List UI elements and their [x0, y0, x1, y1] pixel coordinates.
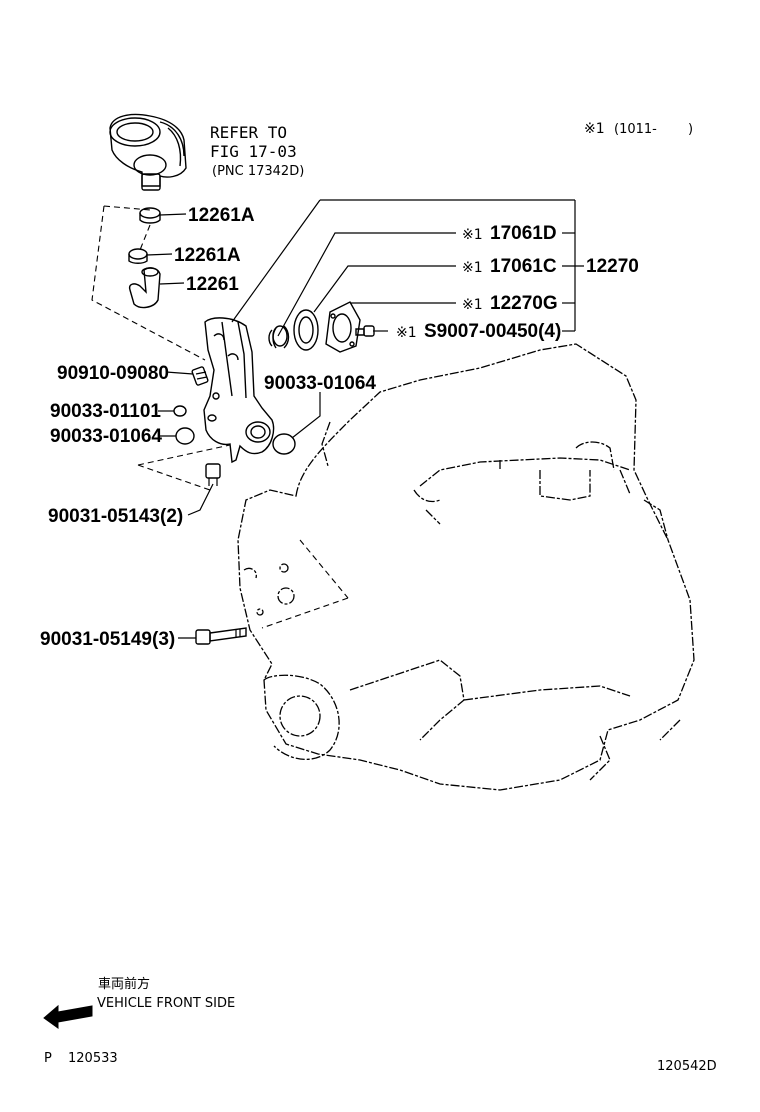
label-90031-05149: 90031-05149(3)	[40, 629, 175, 650]
o-ring-small-drawing	[173, 405, 187, 417]
mark-s9007: ※1	[396, 325, 417, 341]
hose-clamp-lower-drawing	[128, 248, 173, 264]
vehicle-front-en: VEHICLE FRONT SIDE	[97, 996, 235, 1011]
refer-line-1: REFER TO	[210, 123, 287, 142]
label-12261a-lower: 12261A	[174, 245, 241, 266]
refer-line-3: (PNC 17342D)	[212, 164, 304, 179]
label-12270g: 12270G	[490, 293, 558, 314]
guide-dash-mid	[137, 444, 231, 466]
guide-dash-left	[91, 205, 206, 361]
air-intake-connector-drawing	[109, 113, 187, 191]
label-17061d: 17061D	[490, 223, 557, 244]
label-90033-01101: 90033-01101	[50, 401, 161, 422]
label-90031-05143: 90031-05143(2)	[48, 506, 183, 527]
label-17061c: 17061C	[490, 256, 557, 277]
footer-p-label: P	[44, 1051, 52, 1066]
mark-17061d: ※1	[462, 227, 483, 243]
bolt-90031-05143-drawing	[205, 463, 221, 486]
label-s9007-00450: S9007-00450(4)	[424, 321, 561, 342]
assembly-bracket-12270	[231, 199, 584, 332]
label-90033-01064-left: 90033-01064	[50, 426, 162, 447]
mark-12270g: ※1	[462, 297, 483, 313]
label-12261a-upper: 12261A	[188, 205, 255, 226]
vehicle-front-jp: 車両前方	[98, 976, 150, 992]
engine-block-outline	[237, 343, 695, 791]
plug-90910-drawing	[191, 366, 209, 386]
hose-clamp-upper-drawing	[139, 207, 187, 224]
header-note-text: (1011-	[614, 122, 657, 137]
label-12261: 12261	[186, 274, 239, 295]
footer-p-number: 120533	[68, 1051, 118, 1066]
mark-17061c: ※1	[462, 260, 483, 276]
hose-drawing	[128, 267, 185, 309]
gasket-drawing	[293, 309, 319, 351]
water-inlet-drawing	[325, 301, 361, 353]
drawing-number: 120542D	[657, 1059, 717, 1074]
bolt-90031-05149-drawing	[195, 627, 247, 645]
header-note-mark: ※1	[584, 121, 605, 137]
bolt-s9007-drawing	[355, 325, 375, 337]
front-arrow-icon	[43, 1004, 93, 1029]
label-90033-01064-right: 90033-01064	[264, 373, 376, 394]
label-90910-09080: 90910-09080	[57, 363, 169, 384]
o-ring-medium-drawing	[175, 427, 195, 445]
thermostat-drawing	[268, 325, 290, 349]
header-note-close: )	[688, 122, 693, 137]
o-ring-right-drawing	[272, 433, 296, 455]
label-12270: 12270	[586, 256, 639, 277]
refer-line-2: FIG 17-03	[210, 142, 297, 161]
water-outlet-housing-drawing	[203, 317, 275, 464]
